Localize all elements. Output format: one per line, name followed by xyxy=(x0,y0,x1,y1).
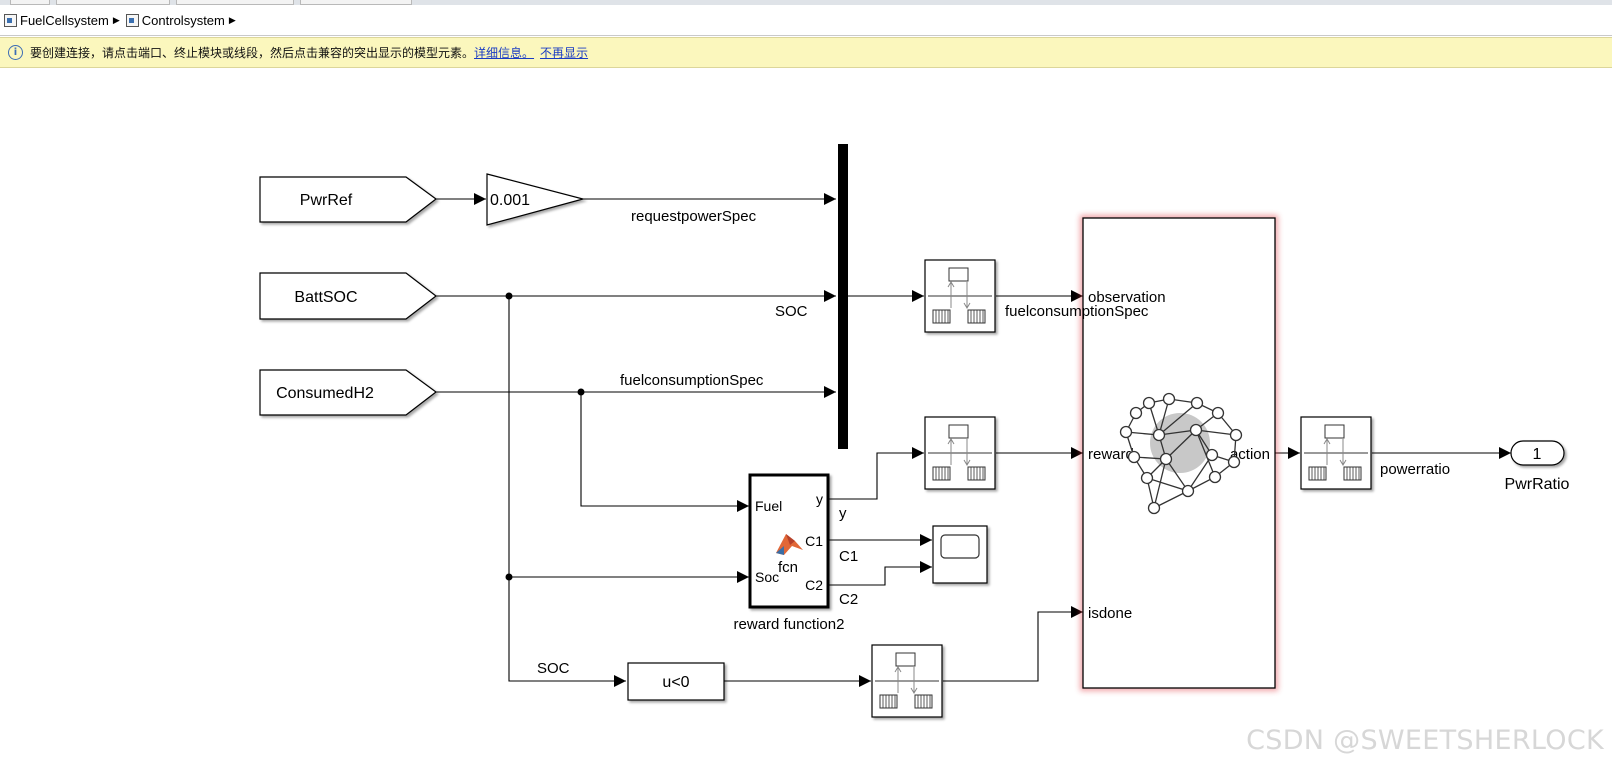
breadcrumb-item-fuelcellsystem[interactable]: FuelCellsystem ▶ xyxy=(0,13,122,28)
matlab-logo-icon xyxy=(776,534,803,555)
from-block-battsoc[interactable]: BattSOC xyxy=(259,272,437,320)
breadcrumb: FuelCellsystem ▶ Controlsystem ▶ xyxy=(0,5,1612,36)
neural-network-icon xyxy=(1119,392,1243,515)
rate-transition-action[interactable] xyxy=(1301,417,1371,489)
signal-label: SOC xyxy=(537,660,570,677)
signal-label: SOC xyxy=(775,303,808,320)
gain-value: 0.001 xyxy=(490,192,530,209)
tab[interactable] xyxy=(10,0,50,5)
matlab-function-block[interactable]: Fuel Soc y C1 C2 fcn xyxy=(748,473,830,609)
from-block-label: BattSOC xyxy=(294,289,357,306)
port-label-soc: Soc xyxy=(755,569,779,585)
model-canvas[interactable]: PwrRef BattSOC ConsumedH2 0.001 Fuel Soc… xyxy=(0,68,1612,772)
fcn-block-name: reward function2 xyxy=(734,616,845,633)
signal-label: C1 xyxy=(839,548,858,565)
signal-label: requestpowerSpec xyxy=(631,208,757,225)
compare-label: u<0 xyxy=(662,674,689,691)
gain-block[interactable]: 0.001 xyxy=(486,173,586,226)
subsystem-icon xyxy=(125,13,139,27)
rl-agent-block[interactable]: observation reward isdone action xyxy=(1080,215,1278,691)
compare-to-zero-block[interactable]: u<0 xyxy=(627,662,725,701)
info-icon: i xyxy=(8,45,23,60)
signal-label: fuelconsumptionSpec xyxy=(1005,303,1149,320)
rate-transition-reward[interactable] xyxy=(925,417,995,489)
branch-points xyxy=(505,292,585,581)
agent-port-reward: reward xyxy=(1088,446,1134,463)
scope-block[interactable] xyxy=(932,525,988,584)
signal-lines[interactable] xyxy=(436,193,1511,687)
dont-show-again-link[interactable]: 不再显示 xyxy=(540,46,589,60)
agent-port-action: action xyxy=(1230,446,1270,463)
rate-transition-observation[interactable] xyxy=(925,260,995,332)
signal-label: y xyxy=(839,505,847,522)
from-block-consumedh2[interactable]: ConsumedH2 xyxy=(259,369,438,416)
chevron-right-icon[interactable]: ▶ xyxy=(228,14,236,25)
subsystem-icon xyxy=(4,13,17,27)
tab[interactable] xyxy=(176,0,294,5)
breadcrumb-label: FuelCellsystem xyxy=(20,12,109,28)
breadcrumb-item-controlsystem[interactable]: Controlsystem ▶ xyxy=(122,13,238,28)
fcn-label: fcn xyxy=(778,559,798,576)
port-label-c2: C2 xyxy=(805,577,823,593)
info-bar: i 要创建连接，请点击端口、终止模块或线段，然后点击兼容的突出显示的模型元素。 … xyxy=(0,37,1612,68)
tab-strip xyxy=(0,0,1612,5)
breadcrumb-label: Controlsystem xyxy=(141,12,225,28)
port-label-c1: C1 xyxy=(805,533,823,549)
agent-port-observation: observation xyxy=(1088,289,1166,306)
details-link[interactable]: 详细信息。 xyxy=(474,46,535,60)
port-label-fuel: Fuel xyxy=(755,498,782,514)
tab[interactable] xyxy=(56,0,170,5)
mux-block[interactable] xyxy=(838,144,848,449)
signal-label: powerratio xyxy=(1380,461,1450,478)
rate-transition-isdone[interactable] xyxy=(872,645,942,717)
signal-label: C2 xyxy=(839,591,858,608)
signal-label: fuelconsumptionSpec xyxy=(620,372,764,389)
outport-block[interactable]: 1 xyxy=(1510,440,1565,466)
tab[interactable] xyxy=(300,0,412,5)
chevron-right-icon[interactable]: ▶ xyxy=(112,14,120,25)
outport-name: PwrRatio xyxy=(1505,476,1570,493)
watermark: CSDN @SWEETSHERLOCK xyxy=(1246,725,1604,756)
from-block-label: PwrRef xyxy=(300,192,353,209)
info-message: 要创建连接，请点击端口、终止模块或线段，然后点击兼容的突出显示的模型元素。 xyxy=(30,46,475,60)
outport-number: 1 xyxy=(1533,446,1542,463)
from-block-pwrref[interactable]: PwrRef xyxy=(259,176,438,223)
port-label-y: y xyxy=(816,491,823,507)
agent-port-isdone: isdone xyxy=(1088,605,1132,622)
from-block-label: ConsumedH2 xyxy=(276,385,374,402)
